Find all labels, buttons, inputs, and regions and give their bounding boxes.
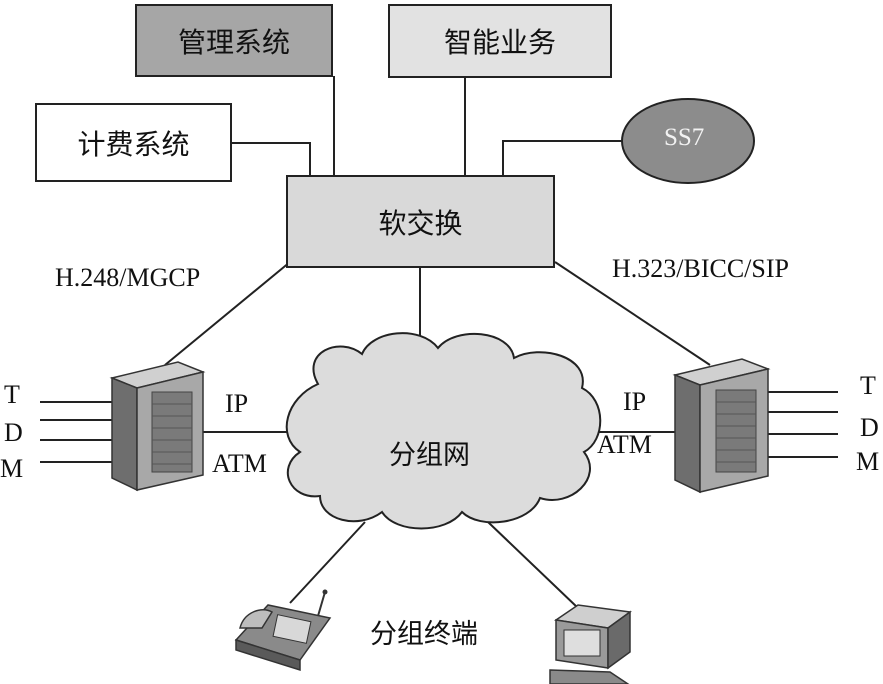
left-ip-label: IP <box>225 389 249 418</box>
link-ss7-softswitch <box>502 140 623 176</box>
protocol-left-label: H.248/MGCP <box>55 263 201 292</box>
right-atm-label: ATM <box>597 430 652 459</box>
billing-system-label: 计费系统 <box>77 127 190 161</box>
softswitch-label: 软交换 <box>378 206 463 240</box>
left-line-m-label: M <box>0 454 24 483</box>
ss7-node <box>621 98 755 184</box>
right-line-t-label: T <box>860 371 876 400</box>
link-softswitch-right-gateway <box>554 261 711 366</box>
packet-network-cloud <box>285 332 602 530</box>
right-ip-label: IP <box>623 387 647 416</box>
protocol-right-label: H.323/BICC/SIP <box>612 254 789 283</box>
left-line-t-label: T <box>4 380 20 409</box>
link-softswitch-left-gateway <box>164 261 291 366</box>
billing-system-box: 计费系统 <box>35 103 232 182</box>
link-cloud-computer <box>487 521 579 609</box>
link-billing-softswitch <box>231 142 311 176</box>
right-line-m-label: M <box>856 447 880 476</box>
left-atm-label: ATM <box>212 449 267 478</box>
left-gateway-device <box>109 361 206 492</box>
management-system-box: 管理系统 <box>135 4 333 77</box>
phone-icon <box>234 589 332 672</box>
ss7-label: SS7 <box>664 124 705 151</box>
management-system-label: 管理系统 <box>177 25 290 59</box>
computer-icon <box>549 604 632 684</box>
right-line-d-label: D <box>860 413 879 442</box>
link-cloud-phone <box>289 521 366 604</box>
intelligent-service-box: 智能业务 <box>388 4 612 78</box>
packet-network-label: 分组网 <box>389 440 470 471</box>
softswitch-box: 软交换 <box>286 175 555 268</box>
right-gateway-device <box>672 358 771 494</box>
left-line-d-label: D <box>4 418 23 447</box>
packet-terminal-label: 分组终端 <box>370 619 478 650</box>
intelligent-service-label: 智能业务 <box>443 26 556 59</box>
